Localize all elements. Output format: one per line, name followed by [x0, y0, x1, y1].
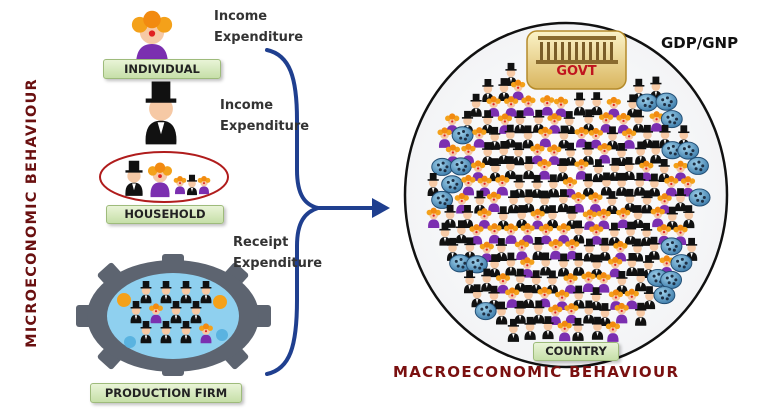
macroeconomic-title: MACROECONOMIC BEHAVIOUR [393, 363, 680, 381]
household-expenditure-text: Expenditure [220, 119, 310, 134]
govt-building-icon [526, 30, 627, 90]
firm-receipt-text: Receipt [233, 235, 289, 250]
crowd-disc-icon [687, 156, 709, 175]
arrow-head-icon [372, 198, 390, 218]
production-firm-gear-icon [76, 254, 271, 376]
crowd-disc-icon [677, 141, 700, 160]
firm-flow: Receipt Expenditure [233, 232, 322, 274]
household-head-icon [145, 81, 177, 145]
crowd-disc-icon [451, 126, 474, 145]
crowd-disc-icon [688, 188, 711, 207]
household-flow: Income Expenditure [220, 95, 309, 137]
individual-flow: Income Expenditure [214, 6, 303, 48]
individual-expenditure-text: Expenditure [214, 30, 304, 45]
firm-expenditure-text: Expenditure [233, 256, 323, 271]
crowd-disc-icon [474, 302, 497, 321]
country-label: COUNTRY [533, 342, 619, 361]
production-firm-label: PRODUCTION FIRM [90, 383, 242, 403]
individual-label: INDIVIDUAL [103, 59, 221, 79]
govt-label: GOVT [556, 64, 597, 79]
crowd-disc-icon [441, 175, 464, 194]
crowd-disc-icon [653, 286, 676, 305]
crowd-disc-icon [670, 254, 693, 273]
gdp-gnp-label: GDP/GNP [661, 34, 739, 52]
household-label: HOUSEHOLD [106, 205, 224, 224]
crowd-disc-icon [655, 92, 678, 111]
crowd-disc-icon [660, 270, 683, 289]
individual-income-text: Income [214, 9, 268, 24]
crowd-disc-icon [449, 157, 472, 176]
crowd-disc-icon [431, 157, 454, 176]
crowd-disc-icon [636, 93, 659, 112]
crowd-disc-icon [660, 237, 683, 256]
household-income-text: Income [220, 98, 274, 113]
flow-brace [265, 48, 378, 376]
